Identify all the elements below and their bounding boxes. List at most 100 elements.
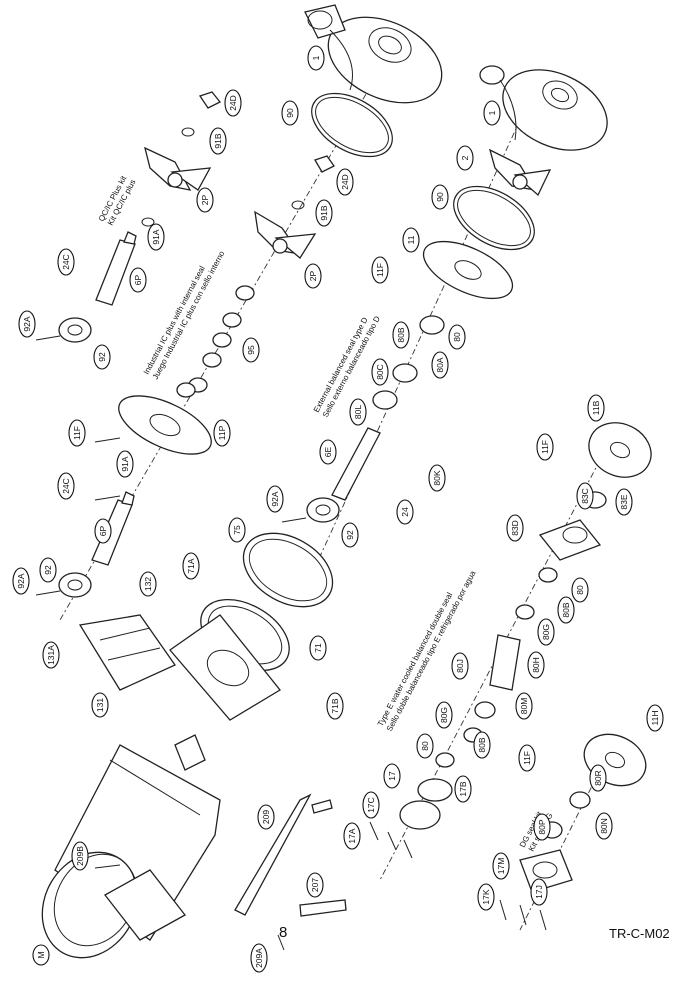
callout-11F: 11F <box>72 426 82 440</box>
motor-M <box>41 734 221 959</box>
callout-83E: 83E <box>619 494 629 509</box>
callout-80J: 80J <box>455 659 465 673</box>
callout-91B: 91B <box>319 205 329 220</box>
callout-209: 209 <box>261 810 271 824</box>
callout-91A: 91A <box>151 229 161 244</box>
callout-80: 80 <box>452 332 462 342</box>
callout-2P: 2P <box>308 270 318 281</box>
callout-80C: 80C <box>375 364 385 380</box>
callout-17J: 17J <box>534 885 544 899</box>
callout-17C: 17C <box>366 797 376 813</box>
callout-132: 132 <box>143 577 153 591</box>
callout-95: 95 <box>246 345 256 355</box>
bolts <box>35 335 547 951</box>
callout-80B: 80B <box>396 327 406 342</box>
callout-1: 1 <box>311 55 321 60</box>
o-ring-90-right <box>453 185 535 251</box>
callout-M: M <box>36 951 46 958</box>
callout-2P: 2P <box>200 194 210 205</box>
callout-80H: 80H <box>531 657 541 673</box>
callout-24D: 24D <box>340 174 350 190</box>
callout-80: 80 <box>575 585 585 595</box>
callout-92A: 92A <box>270 491 280 506</box>
callout-17B: 17B <box>458 781 468 796</box>
callout-11F: 11F <box>540 440 550 454</box>
collar-92-upper <box>58 317 92 343</box>
callout-2: 2 <box>460 155 470 160</box>
callout-80G: 80G <box>439 707 449 723</box>
callout-83D: 83D <box>510 520 520 536</box>
callout-80L: 80L <box>353 405 363 419</box>
external-seal-D <box>331 315 445 501</box>
callout-80M: 80M <box>519 698 529 715</box>
callout-11: 11 <box>406 235 416 244</box>
page-number: 8 <box>279 924 288 941</box>
callout-80B: 80B <box>561 602 571 617</box>
callout-24C: 24C <box>61 254 71 270</box>
callout-209A: 209A <box>254 948 264 968</box>
callout-11P: 11P <box>217 425 227 440</box>
clamp-ring-75 <box>242 532 334 608</box>
callout-92: 92 <box>345 530 355 540</box>
document-code: TR-C-M02 <box>609 926 670 941</box>
callout-11B: 11B <box>591 400 601 415</box>
o-ring-90-left <box>311 92 393 158</box>
internal-seal-rings <box>176 285 255 398</box>
caption-ic-internal: Industrial IC plus with internal seal <box>142 264 207 376</box>
callout-1: 1 <box>487 110 497 115</box>
callout-91B: 91B <box>213 133 223 148</box>
callout-17: 17 <box>387 771 397 781</box>
callouts: 1 1 2 90 90 24D 24D 91B 91B 2P 2P 91A 91… <box>12 45 664 973</box>
callout-71B: 71B <box>330 698 340 713</box>
callout-17A: 17A <box>347 828 357 843</box>
callout-6P: 6P <box>98 525 108 536</box>
callout-91A: 91A <box>120 456 130 471</box>
pump-casing-left <box>304 4 443 104</box>
callout-90: 90 <box>285 108 295 118</box>
callout-92: 92 <box>43 565 53 575</box>
callout-92A: 92A <box>22 316 32 331</box>
seal-plate-11P <box>118 395 212 455</box>
caption-seal-d: External balanced seal type D <box>312 316 370 414</box>
adapter-frame <box>169 614 281 721</box>
callout-11H: 11H <box>650 711 660 726</box>
nut-24D-upper <box>141 91 222 227</box>
callout-11F: 11F <box>522 751 532 765</box>
callout-24C: 24C <box>61 478 71 494</box>
callout-131A: 131A <box>46 645 56 665</box>
callout-80B: 80B <box>477 737 487 752</box>
callout-80G: 80G <box>541 624 551 640</box>
seal-plate-11 <box>422 240 514 300</box>
callout-17M: 17M <box>496 858 506 875</box>
callout-80P: 80P <box>537 819 547 834</box>
callout-80K: 80K <box>432 470 442 485</box>
callout-80A: 80A <box>435 357 445 372</box>
callout-83C: 83C <box>580 488 590 504</box>
callout-209B: 209B <box>75 846 85 866</box>
impeller-middle <box>254 210 317 259</box>
callout-90: 90 <box>435 192 445 202</box>
leg-bracket-209 <box>234 793 333 916</box>
collar-92-mid <box>306 497 340 523</box>
collar-92-lower <box>58 572 92 598</box>
callout-6P: 6P <box>133 274 143 285</box>
callout-80: 80 <box>420 741 430 751</box>
shaft-sleeve-6P-upper <box>95 231 137 306</box>
caption-seal-e-es: Sello doble balanceado tipo E refrigerad… <box>385 569 478 733</box>
nut-24D-middle <box>291 155 335 210</box>
callout-24D: 24D <box>228 95 238 111</box>
callout-92: 92 <box>97 352 107 362</box>
dg-seal <box>519 733 647 893</box>
impeller-upper <box>144 146 212 191</box>
callout-24: 24 <box>400 507 410 517</box>
shaft-guard-131 <box>78 614 176 691</box>
callout-92A: 92A <box>16 573 26 588</box>
callout-11F: 11F <box>375 263 385 277</box>
callout-80N: 80N <box>599 818 609 834</box>
callout-17K: 17K <box>481 889 491 904</box>
callout-207: 207 <box>310 878 320 892</box>
pump-casing-right <box>479 65 608 151</box>
callout-71A: 71A <box>186 558 196 573</box>
leg-207 <box>299 899 347 917</box>
